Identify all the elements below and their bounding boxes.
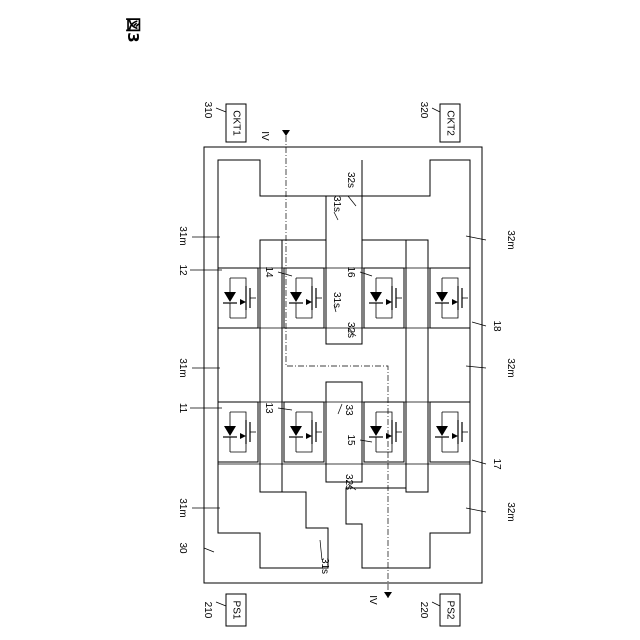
ref-11: 11 xyxy=(177,403,188,414)
ref-31s-a: 31s xyxy=(331,196,342,212)
bus-bar-right xyxy=(406,240,428,492)
ref-32s-c: 32s xyxy=(343,474,354,490)
ckt2-label: CKT2 xyxy=(445,110,456,136)
ref-32m-mid: 32m xyxy=(505,358,516,377)
ref-320: 320 xyxy=(418,102,429,119)
bus-bar-left xyxy=(260,240,282,492)
ref-210: 210 xyxy=(202,602,213,619)
reference-labels: 310 320 210 220 30 31m 31m 31m 12 11 14 … xyxy=(177,102,516,619)
ref-13: 13 xyxy=(263,402,274,414)
ref-iv-top: IV xyxy=(259,131,270,141)
ref-12: 12 xyxy=(177,264,188,276)
ref-17: 17 xyxy=(491,458,502,470)
section-arrow-bottom xyxy=(384,592,392,598)
ref-30: 30 xyxy=(177,542,188,554)
ref-310: 310 xyxy=(202,102,213,119)
ref-iv-bottom: IV xyxy=(367,595,378,605)
ref-220: 220 xyxy=(418,602,429,619)
ref-32m-top: 32m xyxy=(505,230,516,249)
ref-14: 14 xyxy=(263,266,274,278)
module-frame xyxy=(204,147,482,583)
ref-31s-b: 31s xyxy=(331,292,342,308)
semiconductor-elements xyxy=(218,268,470,462)
section-arrow-top xyxy=(282,130,290,136)
ref-18: 18 xyxy=(491,320,502,332)
ps1-label: PS1 xyxy=(231,601,242,620)
leader-lines xyxy=(190,108,486,606)
ref-31s-c: 31s xyxy=(319,558,330,574)
ckt1-label: CKT1 xyxy=(231,110,242,136)
ref-31m-top: 31m xyxy=(177,226,188,245)
center-strip-lower xyxy=(326,382,362,482)
ref-32m-bot: 32m xyxy=(505,502,516,521)
ref-15: 15 xyxy=(345,434,356,446)
figure-title: 図3 xyxy=(124,17,142,42)
ref-31m-mid: 31m xyxy=(177,358,188,377)
ref-31m-bot: 31m xyxy=(177,498,188,517)
ref-16: 16 xyxy=(345,266,356,278)
ref-32s-a: 32s xyxy=(345,172,356,188)
ps2-label: PS2 xyxy=(445,601,456,620)
ref-32s-b: 32s xyxy=(345,322,356,338)
ref-33: 33 xyxy=(343,404,354,416)
